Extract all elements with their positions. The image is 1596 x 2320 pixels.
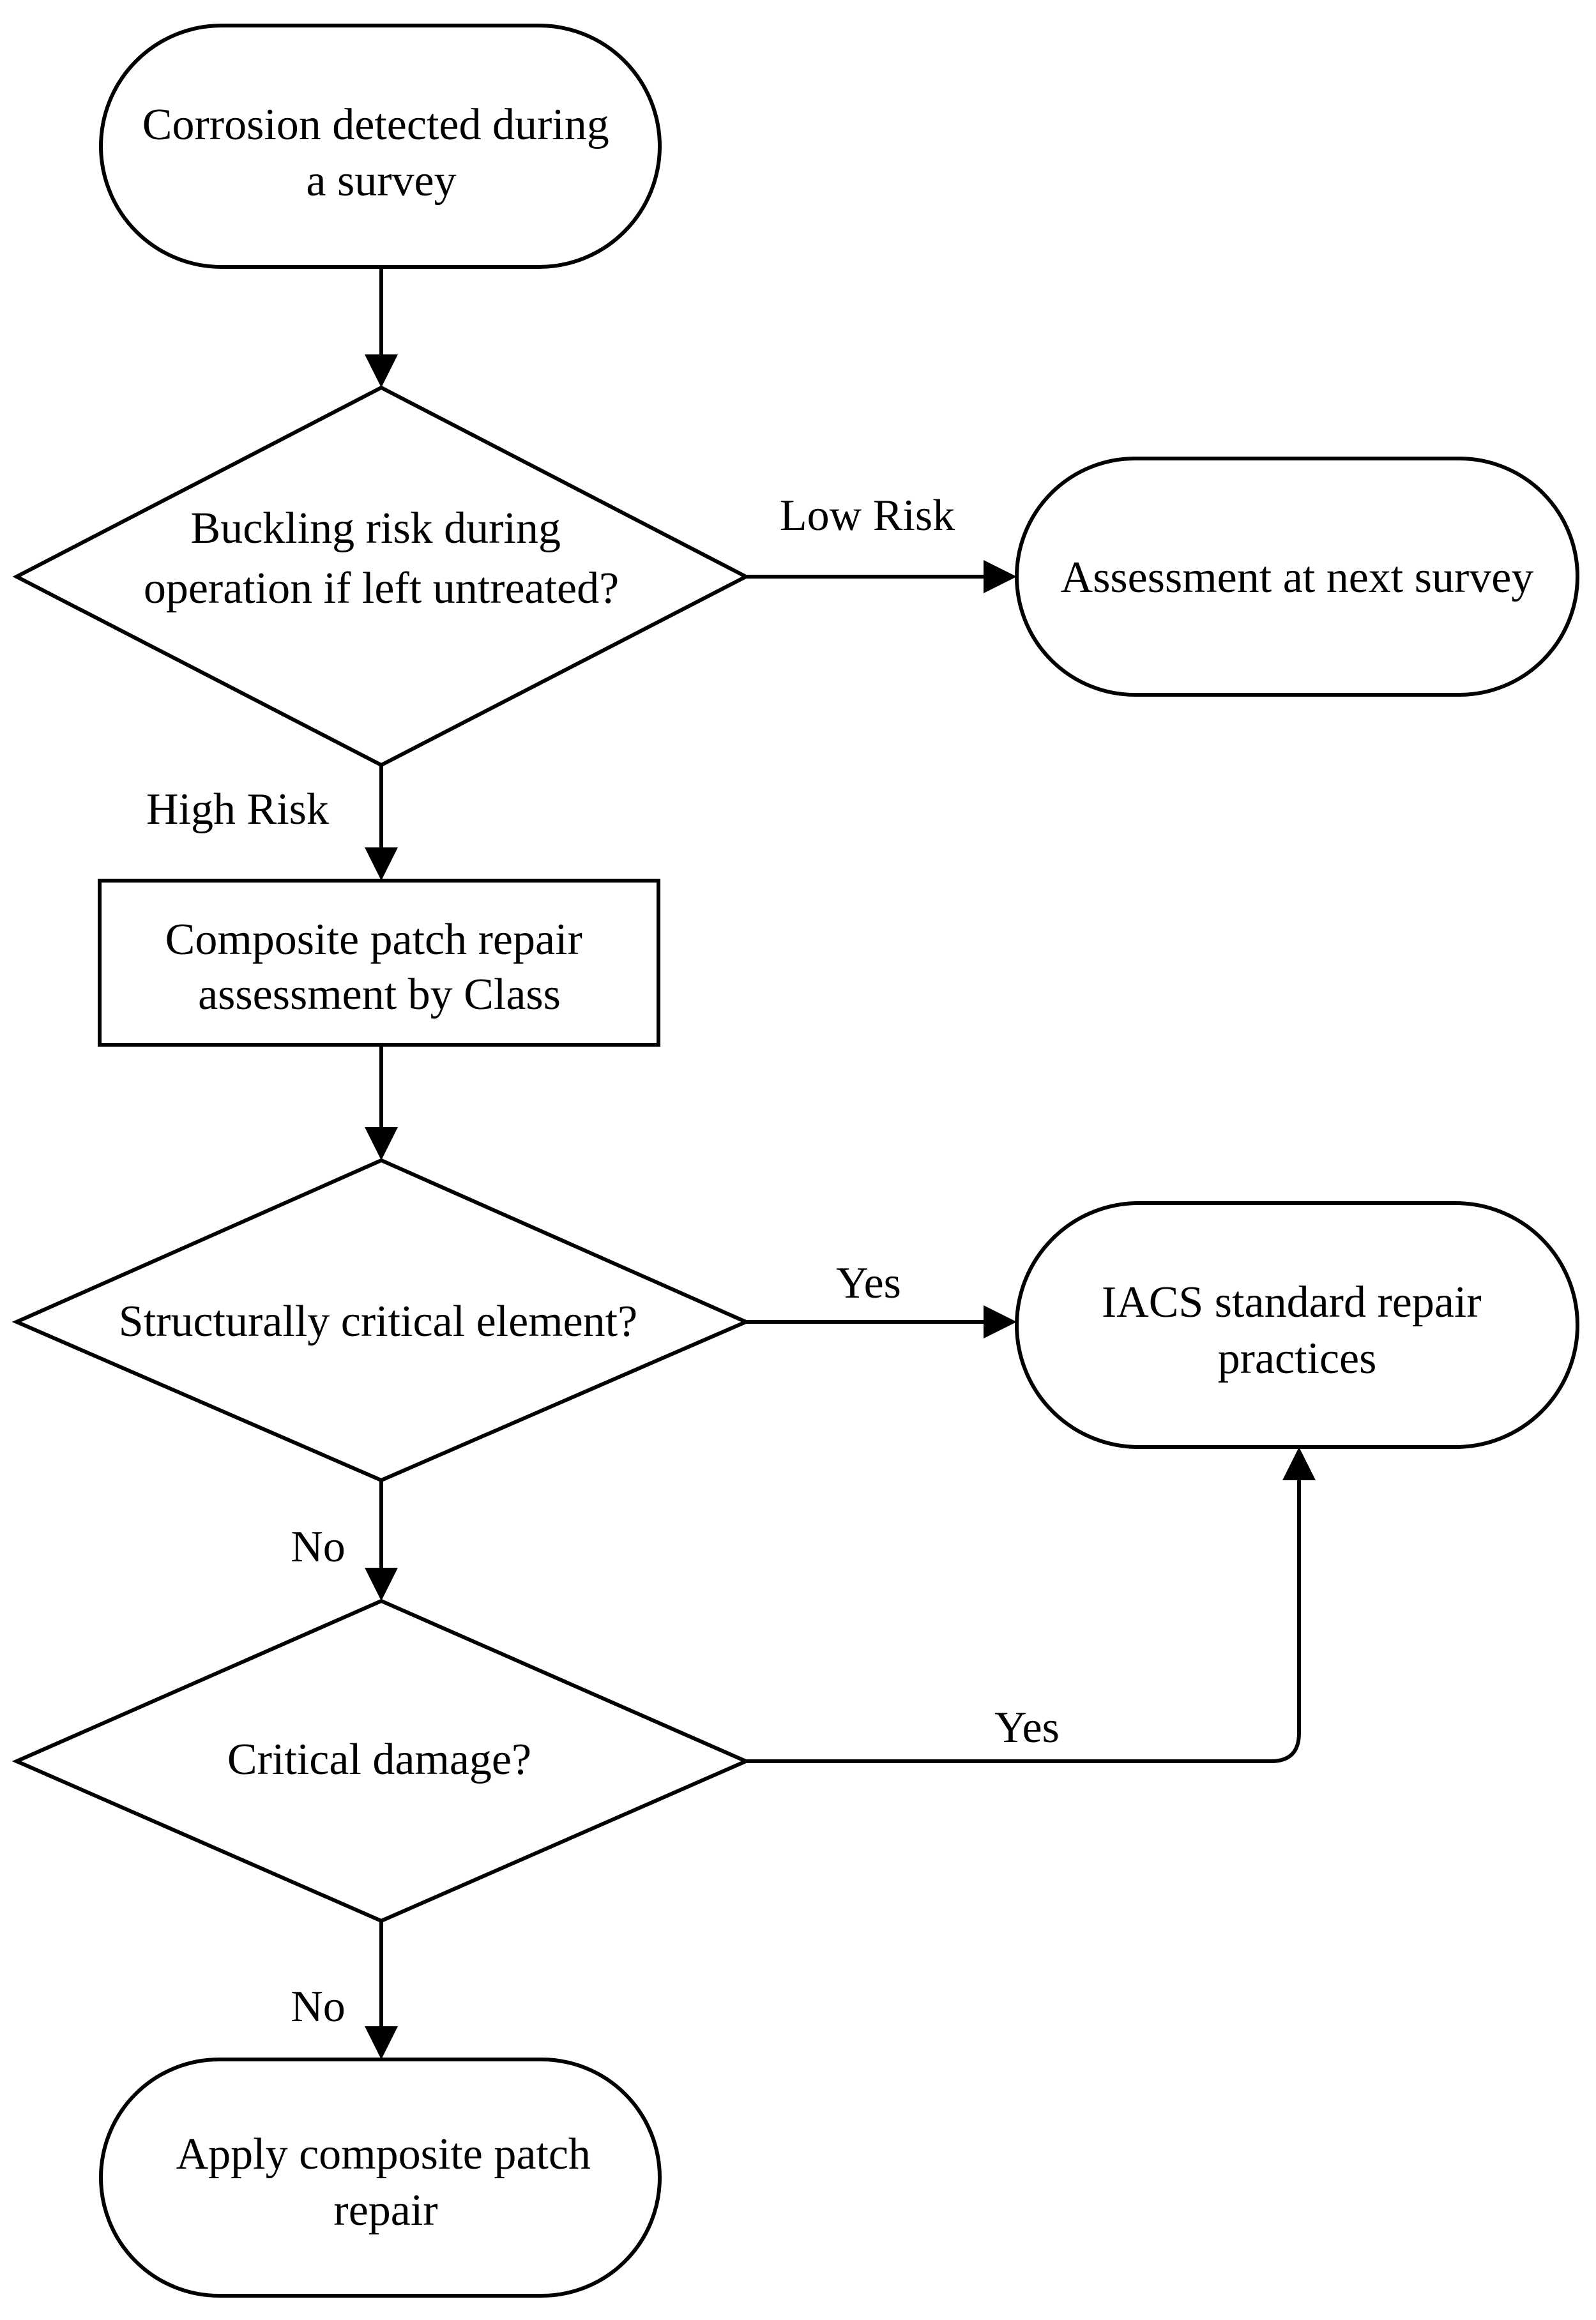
arrowhead-icon [984,560,1017,593]
iacs-node-line-2: practices [1218,1334,1377,1383]
terminal-shape [1015,457,1579,697]
class-assessment-node-label: Composite patch repair assessment by Cla… [165,915,594,1019]
high-risk-label: High Risk [146,785,329,834]
process-shape [98,879,660,1047]
next-survey-node-label: Assessment at next survey [1061,553,1534,602]
decision-shape [11,1158,751,1483]
structural-no-label: No [291,1522,346,1572]
damage-decision-line-1: Critical damage? [227,1735,531,1784]
structural-decision-label: Structurally critical element? [119,1297,637,1346]
arrowhead-icon [365,354,398,388]
iacs-node-line-1: IACS standard repair [1102,1278,1482,1327]
low-risk-label: Low Risk [780,491,955,540]
damage-decision: Critical damage? [11,1598,751,1923]
buckling-decision: Buckling risk during operation if left u… [12,385,750,768]
arrowhead-icon [984,1305,1017,1338]
apply-node-line-2: repair [333,2186,437,2235]
apply-node-line-1: Apply composite patch [176,2130,591,2179]
buckling-decision-line-2: operation if left untreated? [144,564,619,613]
arrowhead-icon [365,1127,398,1160]
edge-damage-to-iacs [746,1477,1301,1763]
terminal-shape [99,2058,662,2298]
start-node-label: Corrosion detected during a survey [142,100,620,206]
terminal-shape [99,24,662,269]
start-node-line-2: a survey [306,156,456,206]
structural-decision: Structurally critical element? [11,1158,751,1483]
damage-decision-label: Critical damage? [227,1735,531,1784]
arrowhead-icon [365,2026,398,2059]
apply-node: Apply composite patch repair [99,2058,662,2298]
buckling-decision-line-1: Buckling risk during [191,504,561,553]
arrowhead-icon [365,1568,398,1601]
iacs-node: IACS standard repair practices [1015,1201,1579,1449]
arrowhead-icon [365,847,398,881]
decision-shape [11,1598,751,1923]
class-assessment-node: Composite patch repair assessment by Cla… [98,879,660,1047]
next-survey-node: Assessment at next survey [1015,457,1579,697]
structural-decision-line-1: Structurally critical element? [119,1297,637,1346]
buckling-decision-label: Buckling risk during operation if left u… [144,504,619,613]
terminal-shape [1015,1201,1579,1449]
damage-no-label: No [291,1982,346,2031]
structural-yes-label: Yes [836,1259,901,1308]
arrowhead-icon [1282,1447,1316,1480]
start-node-line-1: Corrosion detected during [142,100,609,149]
decision-shape [12,385,750,768]
edges [365,267,1316,2059]
iacs-node-label: IACS standard repair practices [1102,1278,1493,1383]
next-survey-node-line-1: Assessment at next survey [1061,553,1534,602]
start-node: Corrosion detected during a survey [99,24,662,269]
damage-yes-label: Yes [994,1703,1060,1752]
edge-labels: Low Risk High Risk Yes No Yes No [146,491,1060,2031]
class-assessment-node-line-1: Composite patch repair [165,915,582,964]
class-assessment-node-line-2: assessment by Class [198,970,561,1019]
apply-node-label: Apply composite patch repair [176,2130,602,2235]
